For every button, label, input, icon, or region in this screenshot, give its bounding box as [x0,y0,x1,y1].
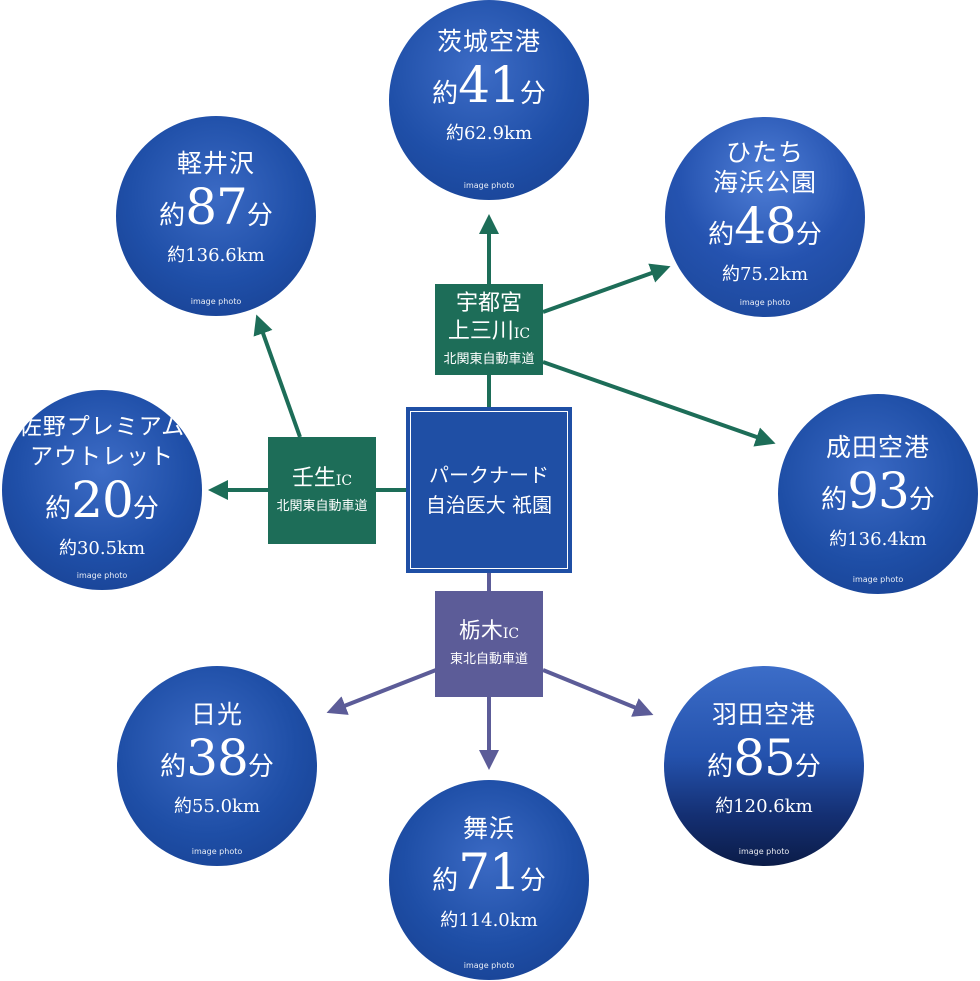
dest-title: 舞浜 [462,814,515,843]
dest-sano-premium-outlet: 佐野プレミアム アウトレット 約20分 約30.5km image photo [2,390,202,590]
dest-time: 約20分 [45,471,159,529]
dest-title: 軽井沢 [176,149,255,178]
dest-distance: 約30.5km [58,538,146,559]
dest-nikko: 日光 約38分 約55.0km image photo [117,666,317,866]
ic-road: 北関東自動車道 [276,498,368,514]
dest-distance: 約55.0km [173,796,261,817]
center-line2: 自治医大 祇園 [425,493,553,517]
dest-title: 羽田空港 [711,700,816,729]
dest-title: アウトレット [30,444,174,470]
center-property: パークナード 自治医大 祇園 [406,407,572,573]
photo-caption: image photo [76,571,128,580]
photo-caption: image photo [463,961,515,970]
dest-hitachi-seaside-park: ひたち 海浜公園 約48分 約75.2km image photo [665,117,865,317]
dest-time: 約38分 [160,729,274,787]
ic-name: 栃木IC [458,619,520,644]
dest-time: 約85分 [707,729,821,787]
photo-caption: image photo [190,297,242,306]
ic-name: 宇都宮 [455,290,522,316]
dest-title: 日光 [190,700,243,729]
arrow-nikko [326,668,437,715]
dest-title: 茨城空港 [436,27,541,56]
ic-tochigi: 栃木IC 東北自動車道 [435,591,543,697]
center-line1: パークナード [429,463,549,487]
photo-caption: image photo [852,575,904,584]
ic-name: 上三川IC [447,318,531,344]
dest-distance: 約62.9km [445,123,533,144]
ic-name: 壬生IC [291,465,353,491]
dest-distance: 約136.6km [167,245,265,266]
dest-haneda-airport: 羽田空港 約85分 約120.6km image photo [664,666,864,866]
dest-distance: 約120.6km [715,796,813,817]
dest-title: 成田空港 [825,433,930,462]
ic-utsunomiya-kaminokawa: 宇都宮 上三川IC 北関東自動車道 [435,284,543,375]
dest-narita-airport: 成田空港 約93分 約136.4km image photo [778,394,978,594]
arrow-haneda [542,668,654,717]
dest-time: 約93分 [821,462,935,520]
arrow-hitachi [542,263,671,314]
dest-time: 約41分 [432,56,546,114]
photo-caption: image photo [191,847,243,856]
photo-caption: image photo [738,847,790,856]
photo-caption: image photo [739,298,791,307]
dest-title: 佐野プレミアム [18,414,186,440]
dest-karuizawa: 軽井沢 約87分 約136.6km image photo [116,116,316,316]
dest-title: ひたち [725,138,804,167]
photo-caption: image photo [463,181,515,190]
dest-ibaraki-airport: 茨城空港 約41分 約62.9km image photo [389,0,589,200]
dest-time: 約71分 [432,843,546,901]
dest-maihama: 舞浜 約71分 約114.0km image photo [389,780,589,980]
dest-distance: 約136.4km [829,529,927,550]
dest-distance: 約114.0km [440,910,538,931]
ic-road: 北関東自動車道 [443,351,535,367]
arrow-narita [542,360,776,447]
dest-title: 海浜公園 [712,168,817,197]
ic-mibu: 壬生IC 北関東自動車道 [268,437,376,544]
ic-road: 東北自動車道 [449,652,528,667]
arrow-karuizawa [253,314,302,438]
dest-time: 約87分 [159,178,273,236]
dest-time: 約48分 [708,197,822,255]
dest-distance: 約75.2km [721,264,809,285]
